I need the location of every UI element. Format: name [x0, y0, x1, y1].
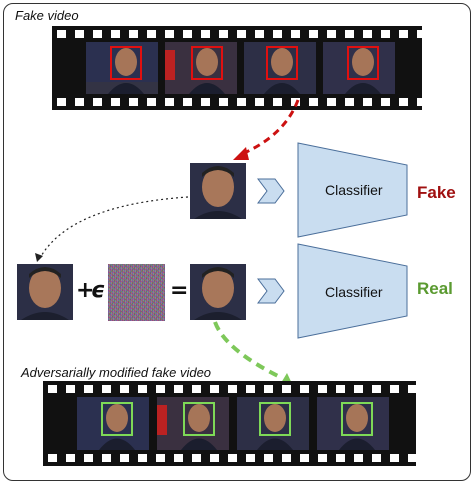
chevron-right-icon	[257, 278, 285, 304]
film-frame-3	[244, 42, 316, 94]
face-icon	[86, 42, 158, 94]
classifier-top-label: Classifier	[325, 182, 383, 198]
adversarial-video-title: Adversarially modified fake video	[21, 365, 212, 380]
face-icon	[244, 42, 316, 94]
epsilon-symbol: ϵ	[91, 278, 106, 303]
face-icon	[237, 397, 309, 450]
adversarial-video-filmstrip	[43, 381, 416, 466]
original-face-crop	[17, 264, 73, 320]
classifier-top-shape	[297, 142, 408, 238]
film-frame-1	[77, 397, 149, 450]
film-frame-2	[165, 42, 237, 94]
chevron-right-icon	[257, 178, 285, 204]
fake-video-filmstrip	[52, 26, 422, 110]
film-holes-bottom	[52, 98, 422, 106]
film-frame-1	[86, 42, 158, 94]
face-icon	[323, 42, 395, 94]
film-holes-top	[43, 385, 416, 393]
face-icon	[157, 397, 229, 450]
face-icon	[165, 42, 237, 94]
dotted-curved-arrow-icon	[39, 196, 189, 259]
red-dashed-curved-arrow-icon	[241, 99, 300, 156]
real-result-label: Real	[417, 279, 453, 298]
classifier-bottom-shape	[297, 243, 408, 339]
plus-operator: +	[76, 278, 95, 303]
fake-face-crop	[190, 163, 246, 219]
equals-operator: =	[170, 278, 189, 303]
film-frame-4	[317, 397, 389, 450]
film-frame-3	[237, 397, 309, 450]
fake-video-title: Fake video	[15, 8, 79, 23]
face-icon	[317, 397, 389, 450]
film-frame-4	[323, 42, 395, 94]
fake-result-label: Fake	[417, 183, 456, 202]
classifier-bottom-label: Classifier	[325, 284, 383, 300]
face-icon	[77, 397, 149, 450]
green-dashed-curved-arrow-icon	[213, 321, 283, 380]
film-holes-bottom	[43, 454, 416, 462]
perturbed-face-crop	[190, 264, 246, 320]
film-frame-2	[157, 397, 229, 450]
adversarial-noise-patch	[108, 264, 165, 321]
film-holes-top	[52, 30, 422, 38]
